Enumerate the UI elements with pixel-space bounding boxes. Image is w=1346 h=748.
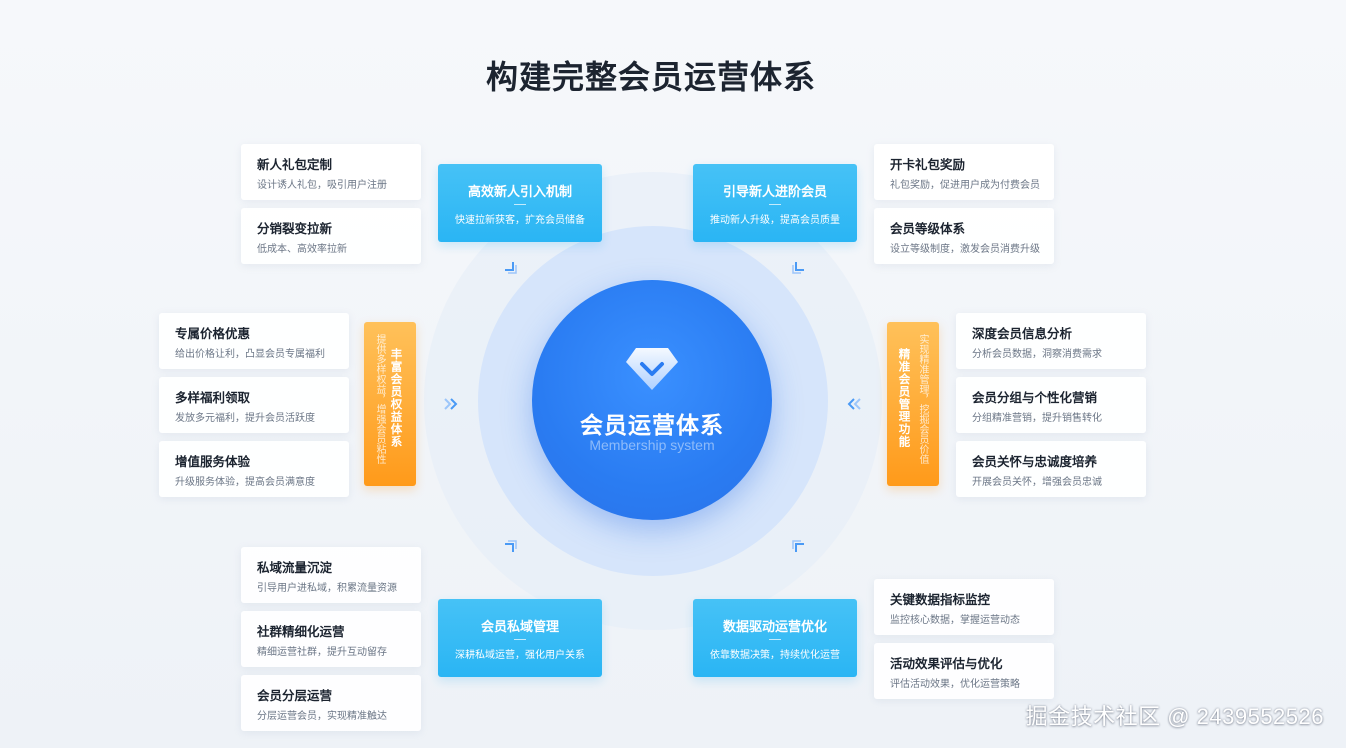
card-grouping-marketing: 会员分组与个性化营销 分组精准营销，提升销售转化	[956, 377, 1146, 433]
card-title: 深度会员信息分析	[972, 326, 1073, 341]
card-newbie-gift: 新人礼包定制 设计诱人礼包，吸引用户注册	[241, 144, 421, 200]
block-title: 数据驱动运营优化	[722, 620, 827, 635]
tag-sub-text: 提供多样权益，增强会员粘性	[374, 334, 385, 464]
card-title: 活动效果评估与优化	[890, 656, 1003, 671]
block-desc: 快速拉新获客，扩充会员储备	[455, 215, 585, 226]
card-member-info-analysis: 深度会员信息分析 分析会员数据，洞察消费需求	[956, 313, 1146, 369]
block-divider	[769, 204, 781, 205]
card-community-operation: 社群精细化运营 精细运营社群，提升互动留存	[241, 611, 421, 667]
card-kpi-monitoring: 关键数据指标监控 监控核心数据，掌握运营动态	[874, 579, 1054, 635]
card-title: 多样福利领取	[175, 390, 251, 405]
core-subtitle: Membership system	[589, 437, 715, 453]
card-desc: 升级服务体验，提高会员满意度	[175, 477, 315, 488]
block-desc: 依靠数据决策，持续优化运营	[710, 650, 840, 661]
block-private-domain: 会员私域管理 深耕私域运营，强化用户关系	[438, 599, 602, 677]
card-desc: 监控核心数据，掌握运营动态	[890, 615, 1020, 626]
block-divider	[514, 204, 526, 205]
card-desc: 分析会员数据，洞察消费需求	[972, 349, 1102, 360]
card-title: 会员关怀与忠诚度培养	[972, 454, 1098, 469]
card-desc: 发放多元福利，提升会员活跃度	[175, 413, 315, 424]
card-title: 专属价格优惠	[175, 326, 251, 341]
card-exclusive-price: 专属价格优惠 给出价格让利，凸显会员专属福利	[159, 313, 349, 369]
card-title: 分销裂变拉新	[257, 221, 333, 236]
corner-arrow-icon	[505, 540, 517, 552]
card-desc: 分组精准营销，提升销售转化	[972, 413, 1102, 424]
core-title: 会员运营体系	[580, 413, 724, 439]
core-circle	[532, 280, 772, 520]
card-desc: 评估活动效果，优化运营策略	[890, 679, 1020, 690]
block-divider	[514, 639, 526, 640]
card-value-added-service: 增值服务体验 升级服务体验，提高会员满意度	[159, 441, 349, 497]
card-distribution-fission: 分销裂变拉新 低成本、高效率拉新	[241, 208, 421, 264]
tag-member-benefits: 丰富会员权益体系 提供多样权益，增强会员粘性	[364, 322, 416, 486]
card-desc: 引导用户进私域，积累流量资源	[257, 583, 397, 594]
card-title: 会员分组与个性化营销	[972, 390, 1098, 405]
card-desc: 设计诱人礼包，吸引用户注册	[257, 180, 387, 191]
tag-main-text: 精准会员管理功能	[897, 348, 912, 448]
block-data-driven: 数据驱动运营优化 依靠数据决策，持续优化运营	[693, 599, 857, 677]
corner-arrow-icon	[505, 262, 517, 274]
double-chevron-right-icon	[444, 398, 458, 410]
block-title: 引导新人进阶会员	[722, 185, 827, 200]
block-title: 会员私域管理	[480, 620, 559, 635]
card-member-loyalty: 会员关怀与忠诚度培养 开展会员关怀，增强会员忠诚	[956, 441, 1146, 497]
card-title: 关键数据指标监控	[890, 592, 991, 607]
card-desc: 礼包奖励，促进用户成为付费会员	[890, 180, 1040, 191]
card-title: 增值服务体验	[175, 454, 251, 469]
block-member-upgrade: 引导新人进阶会员 推动新人升级，提高会员质量	[693, 164, 857, 242]
card-desc: 设立等级制度，激发会员消费升级	[890, 244, 1040, 255]
card-desc: 开展会员关怀，增强会员忠诚	[972, 477, 1102, 488]
card-desc: 低成本、高效率拉新	[257, 244, 347, 255]
card-campaign-evaluation: 活动效果评估与优化 评估活动效果，优化运营策略	[874, 643, 1054, 699]
block-divider	[769, 639, 781, 640]
tag-main-text: 丰富会员权益体系	[389, 348, 404, 448]
double-chevron-left-icon	[847, 398, 861, 410]
diamond-icon	[626, 348, 678, 390]
card-title: 开卡礼包奖励	[890, 157, 966, 172]
card-title: 新人礼包定制	[257, 157, 333, 172]
card-tiered-operation: 会员分层运营 分层运营会员，实现精准触达	[241, 675, 421, 731]
block-desc: 深耕私域运营，强化用户关系	[455, 650, 585, 661]
card-private-traffic: 私域流量沉淀 引导用户进私域，积累流量资源	[241, 547, 421, 603]
block-desc: 推动新人升级，提高会员质量	[710, 215, 840, 226]
watermark: 掘金技术社区 @ 2439552526	[1025, 704, 1324, 729]
corner-arrow-icon	[792, 262, 804, 274]
page-title: 构建完整会员运营体系	[485, 58, 816, 96]
card-desc: 分层运营会员，实现精准触达	[257, 711, 387, 722]
tag-sub-text: 实现精准管理，挖掘会员价值	[917, 334, 928, 464]
card-title: 会员等级体系	[890, 221, 966, 236]
card-title: 私域流量沉淀	[257, 560, 333, 575]
block-new-user-acquisition: 高效新人引入机制 快速拉新获客，扩充会员储备	[438, 164, 602, 242]
card-title: 会员分层运营	[257, 688, 333, 703]
card-card-opening-gift: 开卡礼包奖励 礼包奖励，促进用户成为付费会员	[874, 144, 1054, 200]
corner-arrow-icon	[792, 540, 804, 552]
card-desc: 给出价格让利，凸显会员专属福利	[175, 349, 325, 360]
card-diverse-benefits: 多样福利领取 发放多元福利，提升会员活跃度	[159, 377, 349, 433]
tag-member-management: 精准会员管理功能 实现精准管理，挖掘会员价值	[887, 322, 939, 486]
card-title: 社群精细化运营	[257, 624, 345, 639]
block-title: 高效新人引入机制	[467, 185, 572, 200]
card-member-level: 会员等级体系 设立等级制度，激发会员消费升级	[874, 208, 1054, 264]
card-desc: 精细运营社群，提升互动留存	[257, 647, 387, 658]
